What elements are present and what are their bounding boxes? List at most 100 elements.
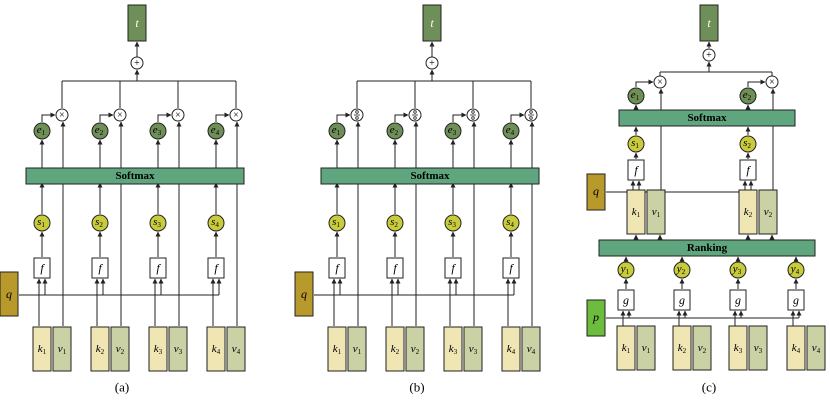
output-node [699,4,719,42]
sep-dot [529,110,533,114]
value-box [405,326,425,372]
caption: (b) [409,380,424,395]
weight-label: e3 [448,124,457,137]
multiply-op [171,108,185,122]
sum-op [702,48,716,62]
sum-op-symbol: + [706,50,712,61]
value-label: v3 [754,342,763,355]
key-box [786,325,806,371]
sep-dot [471,116,475,120]
key-box [616,325,636,371]
func-label: f [214,261,219,275]
value-box [521,326,541,372]
key-label: k2 [744,206,753,219]
weight-label: e4 [211,124,220,137]
key-label: k4 [212,343,221,356]
weight-label: e1 [631,89,640,102]
query-box [586,173,606,211]
value-box [748,325,768,371]
ranking-label: Ranking [687,242,728,254]
connector [336,112,351,122]
query-box [586,299,606,337]
key-label: k3 [154,343,163,356]
score-label: s1 [631,137,639,150]
weight-label: e4 [506,124,515,137]
key-box [32,326,52,372]
func-label: f [40,261,45,275]
score-label: y4 [790,263,800,276]
value-label: v2 [116,343,125,356]
func-label: f [746,163,751,177]
separator-glyph [354,110,360,120]
value-box [463,326,483,372]
score-node [502,214,520,232]
weight-label: e2 [390,124,399,137]
key-label: k3 [734,342,743,355]
func-box [673,289,691,311]
separator-glyph [412,110,418,120]
value-label: v2 [764,206,773,219]
func-label: f [393,261,398,275]
weight-node [91,122,109,140]
weight-node [627,87,645,105]
score-node [149,214,167,232]
diagram-nodes: t + × e1 s1 f k1 v1 × e2 s2 f k2 v2 × e3 s3 f k3 v3 × e4 s4 f k4… [0,4,826,395]
func-label: f [335,261,340,275]
multiply-op [55,108,69,122]
value-box [646,189,666,235]
key-box [385,326,405,372]
softmax-bar [618,109,796,127]
softmax-bar [320,167,540,185]
score-label: y3 [732,263,742,276]
connector [747,79,766,87]
score-label: y2 [676,263,686,276]
multiply-op-symbol: × [769,77,775,88]
sep-dot [413,110,417,114]
key-label: k3 [449,343,458,356]
sep-dot [355,116,359,120]
output-label: t [135,16,139,30]
weight-label: e2 [95,124,104,137]
connector [452,112,467,122]
multiply-op-symbol: × [117,110,123,121]
weight-node [33,122,51,140]
value-box [758,189,778,235]
func-label: f [509,261,514,275]
query-box [294,271,314,317]
value-label: v3 [469,343,478,356]
multiply-op [653,75,667,89]
score-label: s4 [211,216,219,229]
score-node [729,261,747,279]
value-box [226,326,246,372]
func-box [729,289,747,311]
score-label: s3 [448,216,456,229]
multiply-op-symbol: × [175,110,181,121]
key-box [206,326,226,372]
weight-node [386,122,404,140]
value-box [806,325,826,371]
func-box [149,257,167,279]
func-box [328,257,346,279]
func-box [617,289,635,311]
score-label: y1 [620,263,630,276]
separator-glyph [470,110,476,120]
key-label: k2 [96,343,105,356]
score-label: s3 [153,216,161,229]
key-label: k4 [792,342,801,355]
weight-label: e2 [743,89,752,102]
key-box [148,326,168,372]
connector-lines [19,41,802,326]
func-box [33,257,51,279]
score-label: s2 [743,137,751,150]
connector [394,112,409,122]
func-label: g [623,293,629,307]
key-label: k1 [333,343,342,356]
value-label: v1 [642,342,651,355]
key-box [443,326,463,372]
weight-node [149,122,167,140]
weight-node [444,122,462,140]
key-label: k2 [391,343,400,356]
value-label: v4 [527,343,536,356]
key-box [626,189,646,235]
multiply-op-symbol: × [233,110,239,121]
